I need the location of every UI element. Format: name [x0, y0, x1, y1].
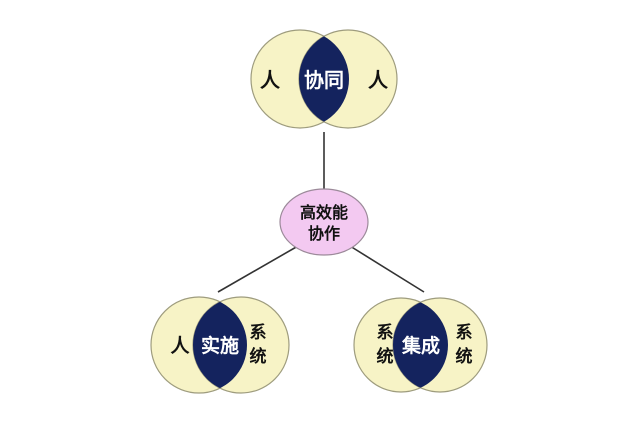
top-left-label: 人 — [260, 68, 281, 92]
connector-bottom-right — [349, 245, 425, 293]
connector-bottom-left — [217, 245, 299, 293]
bl-middle-label: 实施 — [201, 334, 239, 357]
br-left-label-line2: 统 — [377, 346, 394, 367]
bl-right-label-line2: 统 — [250, 346, 267, 367]
center-node: 高效能 协作 — [279, 188, 369, 256]
center-label-line1: 高效能 — [300, 203, 348, 222]
venn-top-overlap — [299, 30, 349, 128]
top-right-label: 人 — [368, 68, 389, 92]
center-ellipse — [279, 188, 369, 256]
venn-bl-overlap — [193, 297, 247, 393]
br-middle-label: 集成 — [401, 334, 440, 357]
venn-br-overlap — [393, 298, 448, 392]
bl-left-label: 人 — [170, 335, 190, 357]
top-middle-label: 协同 — [304, 68, 344, 92]
venn-top: 人 协同 人 — [250, 29, 398, 129]
venn-bottom-left: 人 实施 系 统 — [150, 296, 290, 394]
br-right-label-line2: 统 — [456, 346, 473, 367]
br-left-label-line1: 系 — [377, 323, 394, 343]
venn-bottom-right: 系 统 集成 系 统 — [353, 297, 488, 393]
center-label-line2: 协作 — [308, 224, 340, 243]
br-right-label-line1: 系 — [456, 323, 473, 343]
bl-right-label-line1: 系 — [250, 323, 267, 343]
